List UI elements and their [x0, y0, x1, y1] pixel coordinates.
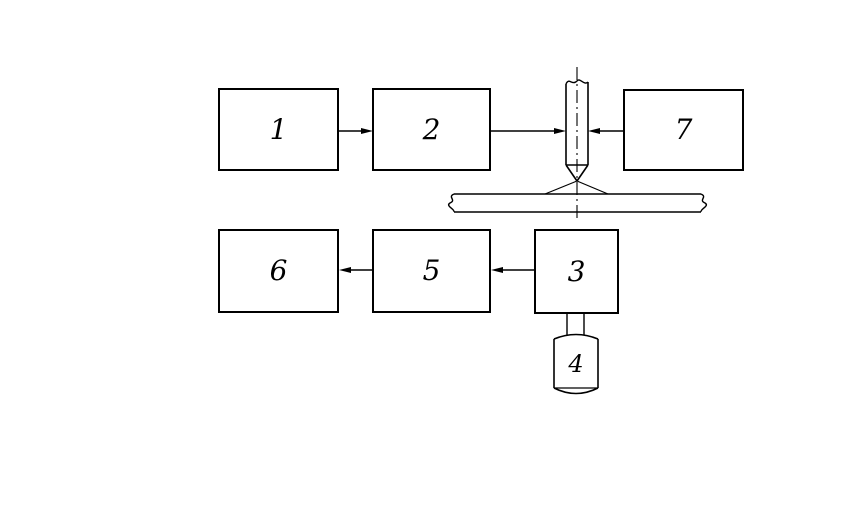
arrow-3-to-5: [491, 267, 534, 273]
arrow-1-to-2: [339, 128, 373, 134]
arrow-7-to-electrode: [588, 128, 623, 134]
cylinder-symbol: [553, 333, 599, 395]
block-6: 6: [218, 229, 339, 313]
arc-cone-symbol: [544, 180, 609, 195]
sensor-neck: [566, 312, 585, 335]
block-7: 7: [623, 89, 744, 171]
arrow-5-to-6: [339, 267, 372, 273]
workpiece-plate: [447, 193, 708, 213]
block-2: 2: [372, 88, 491, 171]
arrow-2-to-electrode: [491, 128, 566, 134]
block-1: 1: [218, 88, 339, 171]
block-5: 5: [372, 229, 491, 313]
block-4-label: 4: [568, 350, 584, 378]
block-3: 3: [534, 229, 619, 314]
